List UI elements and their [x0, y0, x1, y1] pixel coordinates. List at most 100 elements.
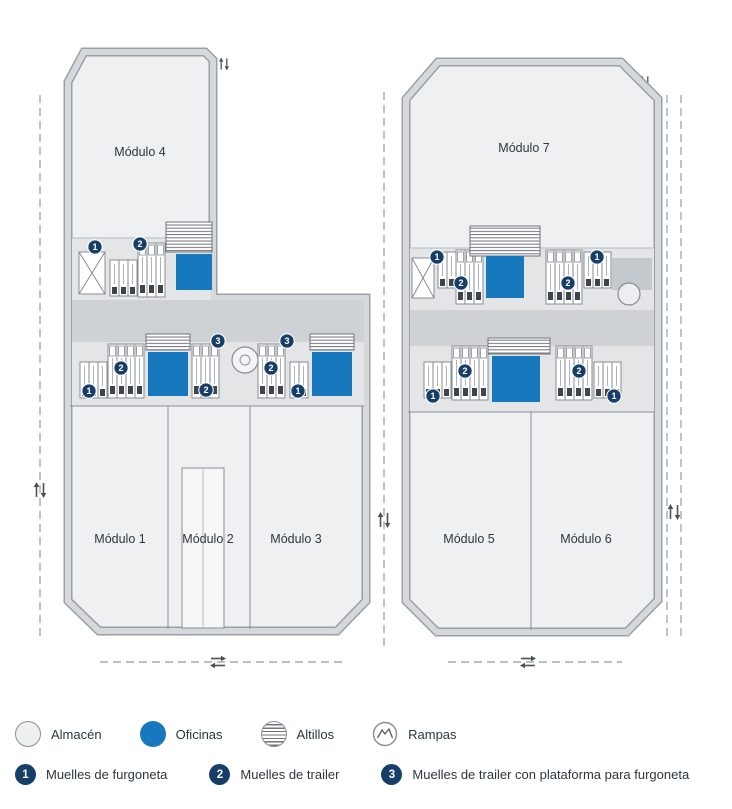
ramp: [411, 257, 435, 299]
dock-bay: [134, 343, 145, 399]
dock-bay: [478, 345, 489, 401]
dock-bay: [555, 345, 566, 401]
svg-text:2: 2: [565, 278, 570, 288]
badge-number: 2: [216, 768, 224, 781]
dock-bay: [572, 249, 583, 305]
legend-item-dock-trailer-platform: 3 Muelles de trailer con plataforma para…: [381, 764, 689, 785]
svg-text:2: 2: [268, 363, 273, 373]
dock-badge-trailer: 2: [198, 382, 214, 398]
badge-number: 1: [22, 768, 29, 781]
dock-bay: [155, 242, 166, 298]
svg-text:2: 2: [118, 363, 123, 373]
legend-label-dock-van: Muelles de furgoneta: [46, 767, 168, 782]
legend-areas-row: Almacén Oficinas Altillos Rampas: [15, 721, 732, 747]
svg-text:1: 1: [295, 386, 300, 396]
legend-docks-row: 1 Muelles de furgoneta 2 Muelles de trai…: [15, 764, 732, 785]
module-label-1: Módulo 1: [94, 532, 145, 546]
svg-text:3: 3: [284, 336, 289, 346]
dock-badge-1-icon: 1: [15, 764, 36, 785]
oficinas-swatch-icon: [139, 721, 166, 747]
svg-text:1: 1: [611, 391, 616, 401]
mezzanine: [165, 221, 213, 253]
turntable: [231, 346, 259, 374]
dock-badge-van: 1: [87, 239, 103, 255]
dock-bay: [127, 259, 138, 297]
ramp: [78, 251, 106, 295]
dock-badge-trailer: 2: [132, 236, 148, 252]
legend-label-altillos: Altillos: [296, 726, 335, 742]
legend-label-dock-trailer: Muelles de trailer: [240, 767, 340, 782]
legend: Almacén Oficinas Altillos Rampas 1 Muell…: [0, 697, 732, 785]
module-label-4: Módulo 4: [114, 145, 165, 159]
legend-label-oficinas: Oficinas: [175, 726, 223, 742]
mezzanine: [469, 225, 541, 257]
dock-badge-trailer: 2: [453, 275, 469, 291]
legend-label-almacen: Almacén: [51, 726, 102, 742]
legend-label-rampas: Rampas: [408, 726, 457, 742]
office-block: [148, 352, 188, 396]
svg-text:1: 1: [430, 391, 435, 401]
dock-bay: [473, 249, 484, 305]
svg-text:1: 1: [594, 252, 599, 262]
dock-badge-trailer: 2: [571, 363, 587, 379]
building-left: 1 2: [63, 47, 371, 636]
mezzanine: [309, 333, 355, 351]
dock-bay: [464, 249, 475, 305]
module-label-5: Módulo 5: [443, 532, 494, 546]
dock-badge-van: 1: [425, 388, 441, 404]
mezzanine: [145, 333, 191, 351]
dock-badge-trailer-platform: 3: [210, 333, 226, 349]
dock-badge-van: 1: [589, 249, 605, 265]
dock-badge-trailer: 2: [560, 275, 576, 291]
dock-badge-2-icon: 2: [209, 764, 231, 785]
dock-bay: [554, 249, 565, 305]
legend-item-rampas: Rampas: [372, 721, 457, 747]
office-block: [492, 356, 540, 402]
site-plan: 1 2: [32, 47, 682, 670]
office-block: [312, 352, 352, 396]
badge-number: 3: [388, 768, 396, 781]
svg-text:2: 2: [458, 278, 463, 288]
dock-badge-trailer-platform: 3: [279, 333, 295, 349]
mezzanine: [487, 337, 551, 355]
dock-row-module7: 1 2 2 1: [411, 225, 652, 306]
svg-text:2: 2: [576, 366, 581, 376]
dock-badge-trailer: 2: [457, 363, 473, 379]
module-label-6: Módulo 6: [560, 532, 611, 546]
altillos-swatch-icon: [260, 721, 287, 747]
two-way-arrows-icon: [666, 503, 682, 521]
circulation-lanes: [32, 56, 682, 670]
dock-bay: [97, 361, 108, 399]
turntable: [617, 282, 641, 306]
almacen-swatch-icon: [15, 721, 41, 747]
dock-badge-trailer: 2: [263, 360, 279, 376]
dock-bay: [109, 259, 120, 297]
dock-bay: [118, 259, 129, 297]
svg-text:2: 2: [137, 239, 142, 249]
module-label-2: Módulo 2: [182, 532, 233, 546]
dock-badge-van: 1: [81, 383, 97, 399]
dock-bay: [441, 361, 452, 399]
legend-item-dock-trailer: 2 Muelles de trailer: [209, 764, 339, 785]
office-block: [176, 254, 212, 290]
dock-bay: [593, 361, 604, 399]
legend-item-altillos: Altillos: [260, 721, 335, 747]
office-block: [486, 256, 524, 298]
dock-row-modules123: 1 2 2 3 2 3 1: [79, 333, 355, 399]
svg-text:3: 3: [215, 336, 220, 346]
module-label-3: Módulo 3: [270, 532, 321, 546]
svg-text:1: 1: [92, 242, 97, 252]
svg-text:1: 1: [86, 386, 91, 396]
dock-badge-van: 1: [429, 249, 445, 265]
dock-badge-van: 1: [290, 383, 306, 399]
module-label-7: Módulo 7: [498, 141, 549, 155]
svg-text:2: 2: [462, 366, 467, 376]
legend-item-oficinas: Oficinas: [139, 721, 223, 747]
svg-text:2: 2: [203, 385, 208, 395]
dock-row-modules56: 1 2 2 1: [423, 337, 622, 404]
legend-item-almacen: Almacén: [15, 721, 102, 747]
dock-row-module4: 1 2: [78, 221, 213, 298]
svg-text:1: 1: [434, 252, 439, 262]
legend-item-dock-van: 1 Muelles de furgoneta: [15, 764, 167, 785]
